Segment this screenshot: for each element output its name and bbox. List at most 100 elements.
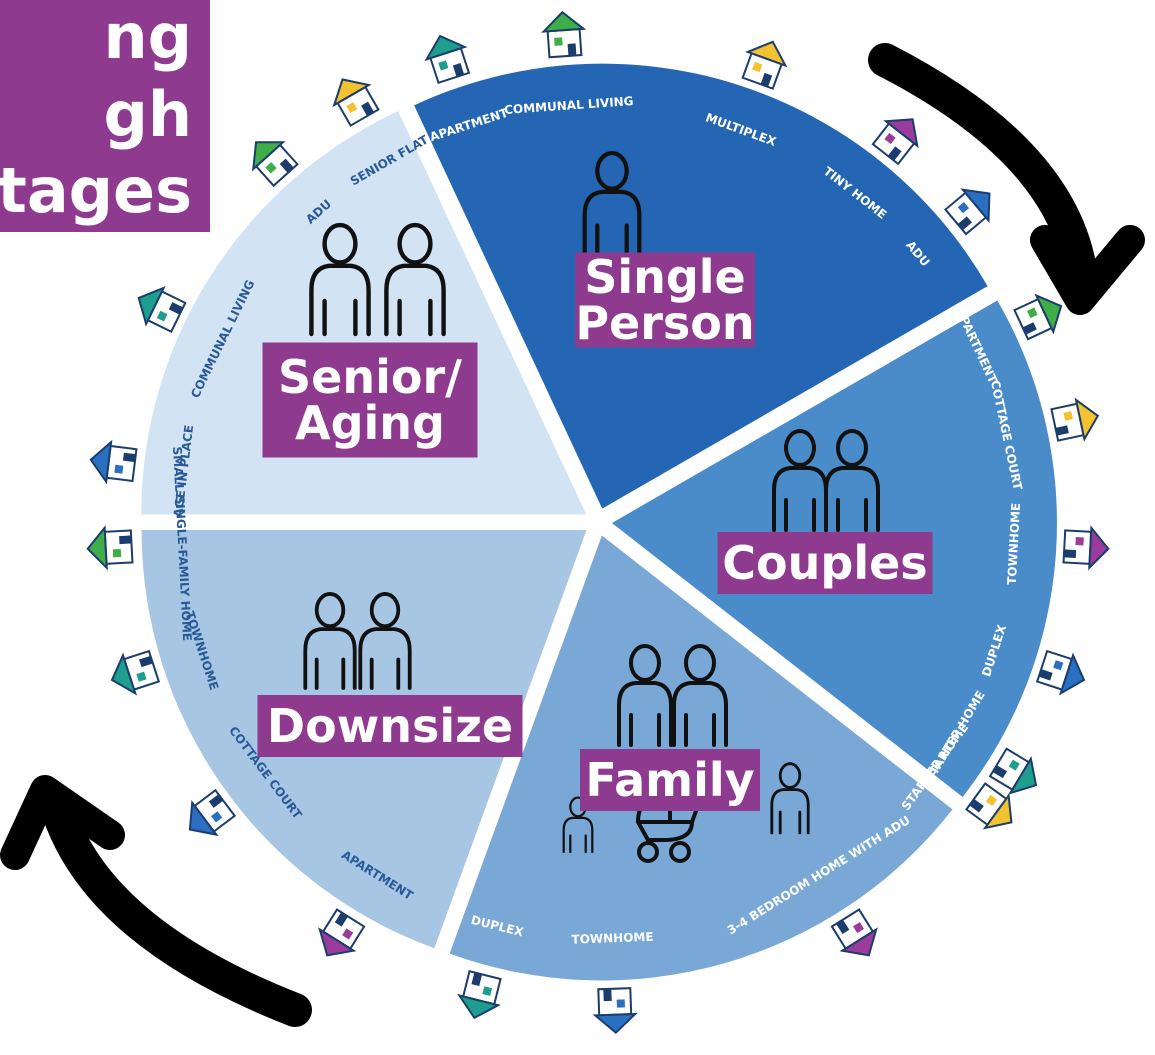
house-window bbox=[752, 61, 763, 73]
person-head bbox=[836, 429, 868, 467]
house-window bbox=[1075, 537, 1084, 546]
house-icon bbox=[592, 987, 638, 1035]
stroller-wheel bbox=[637, 841, 659, 863]
house-door bbox=[1038, 669, 1053, 681]
title-banner: ng gh tages bbox=[0, 0, 210, 232]
cycle-arrowhead-bottom bbox=[0, 775, 125, 870]
stage-label-single-person: Person bbox=[575, 296, 754, 350]
person-body bbox=[824, 466, 880, 532]
house-door bbox=[452, 63, 465, 77]
person-icon bbox=[582, 150, 642, 260]
house-roof bbox=[137, 286, 166, 327]
house-icon bbox=[137, 286, 187, 333]
house-door bbox=[1063, 549, 1077, 559]
house-body bbox=[546, 28, 583, 59]
house-door bbox=[1055, 425, 1069, 436]
person-body bbox=[562, 816, 594, 854]
house-icon bbox=[871, 118, 919, 166]
house-icon bbox=[965, 782, 1013, 830]
house-roof bbox=[424, 34, 468, 62]
house-window bbox=[852, 922, 865, 934]
house-door bbox=[567, 43, 577, 56]
house-roof bbox=[332, 78, 372, 108]
person-arms bbox=[369, 657, 401, 690]
stage-label-downsize: Downsize bbox=[267, 699, 513, 753]
house-door bbox=[119, 535, 132, 545]
person-icon bbox=[309, 222, 371, 337]
person-arms bbox=[778, 810, 802, 835]
house-icon bbox=[332, 78, 380, 127]
house-window bbox=[884, 132, 896, 145]
house-door bbox=[139, 655, 153, 668]
person-arms bbox=[397, 298, 433, 337]
house-door bbox=[168, 302, 184, 315]
house-icon bbox=[89, 439, 138, 485]
stage-label-box-family bbox=[580, 749, 760, 811]
house-window bbox=[114, 464, 124, 474]
cycle-arrow-bottom bbox=[38, 783, 312, 1027]
house-window bbox=[1008, 759, 1020, 771]
stage-label-couples: Couples bbox=[722, 536, 927, 590]
house-roof bbox=[592, 1012, 638, 1035]
house-door bbox=[887, 146, 902, 161]
house-door bbox=[992, 765, 1008, 779]
house-roof bbox=[457, 993, 501, 1020]
person-head bbox=[784, 429, 816, 467]
house-roof bbox=[89, 439, 113, 485]
house-door bbox=[361, 101, 375, 117]
person-body bbox=[309, 263, 371, 337]
house-icon bbox=[541, 10, 587, 59]
house-body bbox=[105, 444, 138, 483]
house-door bbox=[334, 912, 348, 927]
house-window bbox=[438, 60, 449, 71]
person-icon bbox=[303, 592, 357, 690]
house-roof bbox=[745, 40, 788, 68]
house-door bbox=[760, 72, 773, 87]
house-window bbox=[1053, 660, 1064, 671]
stage-label-box-downsize bbox=[257, 695, 523, 757]
house-window bbox=[211, 811, 223, 823]
stage-label-box-single-person bbox=[575, 252, 755, 348]
house-window bbox=[136, 671, 147, 682]
person-body bbox=[582, 189, 642, 260]
person-head bbox=[322, 222, 358, 265]
house-window bbox=[554, 37, 563, 46]
cycle-arrow-top bbox=[868, 43, 1097, 287]
person-body bbox=[770, 788, 810, 835]
house-door bbox=[122, 452, 136, 463]
person-icon bbox=[672, 644, 728, 747]
house-body bbox=[103, 529, 134, 565]
person-arms bbox=[629, 713, 661, 747]
house-door bbox=[279, 158, 294, 173]
stage-label-box-senior-aging bbox=[262, 342, 478, 458]
house-window bbox=[482, 986, 493, 996]
person-head bbox=[314, 592, 346, 629]
person-head bbox=[595, 150, 629, 191]
house-window bbox=[342, 928, 354, 940]
house-roof bbox=[1088, 525, 1110, 571]
house-roof bbox=[251, 141, 286, 172]
house-roof bbox=[839, 927, 878, 957]
house-roof bbox=[1034, 293, 1063, 335]
stage-label-family: Family bbox=[585, 753, 754, 807]
stage-label-single-person: Single bbox=[584, 250, 746, 304]
house-icon bbox=[830, 908, 878, 957]
house-roof bbox=[541, 10, 587, 33]
person-body bbox=[358, 627, 412, 690]
stage-label-senior-aging: Aging bbox=[295, 396, 445, 450]
house-door bbox=[208, 794, 224, 808]
house-door bbox=[1022, 322, 1037, 335]
person-head bbox=[369, 592, 401, 629]
house-icon bbox=[251, 141, 299, 188]
person-head bbox=[684, 644, 716, 682]
house-window bbox=[156, 310, 168, 322]
house-icon bbox=[741, 40, 788, 90]
title-line-1: ng bbox=[103, 0, 192, 73]
person-body bbox=[672, 681, 728, 747]
house-icon bbox=[86, 525, 134, 571]
house-icon bbox=[1035, 649, 1086, 696]
house-icon bbox=[988, 747, 1038, 795]
house-door bbox=[957, 216, 973, 231]
stroller-wheel bbox=[669, 841, 691, 863]
